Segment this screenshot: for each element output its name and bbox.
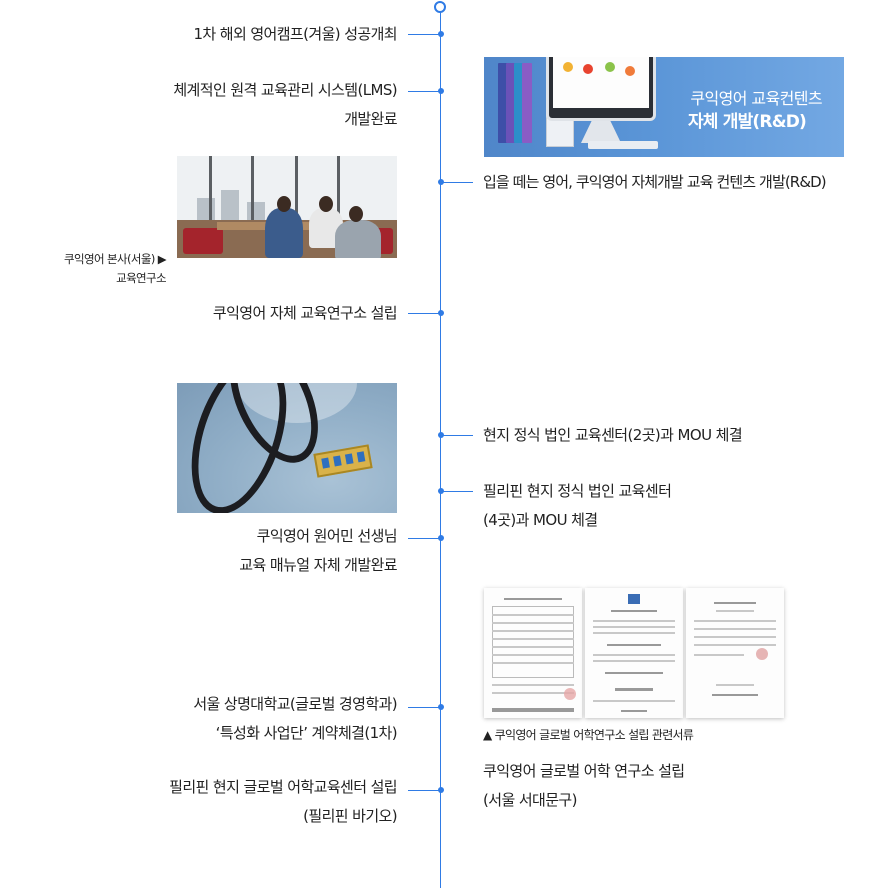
documents-caption: ▲ 쿠익영어 글로벌 어학연구소 설립 관련서류 bbox=[483, 728, 694, 742]
event-research-institute: 쿠익영어 자체 교육연구소 설립 bbox=[212, 299, 398, 328]
event-text: 체계적인 원격 교육관리 시스템(LMS) bbox=[173, 81, 397, 99]
event-text: 개발완료 bbox=[344, 110, 397, 128]
timeline-dot bbox=[438, 535, 444, 541]
event-text: 교육 매뉴얼 자체 개발완료 bbox=[239, 556, 397, 574]
monitor-illustration bbox=[546, 57, 656, 121]
event-english-camp: 1차 해외 영어캠프(겨울) 성공개최 bbox=[193, 20, 397, 49]
document-page bbox=[585, 588, 683, 718]
connector-line bbox=[441, 491, 473, 492]
timeline-dot bbox=[438, 787, 444, 793]
timeline-axis bbox=[440, 10, 441, 888]
event-text: ‘특성화 사업단’ 계약체결(1차) bbox=[215, 724, 398, 742]
connector-line bbox=[408, 313, 440, 314]
document-page bbox=[686, 588, 784, 718]
event-text: 필리핀 현지 정식 법인 교육센터 bbox=[483, 482, 672, 500]
connector-line bbox=[408, 34, 440, 35]
event-rnd-contents: 입을 떼는 영어, 쿠익영어 자체개발 교육 컨텐츠 개발(R&D) bbox=[483, 168, 827, 197]
connector-line bbox=[408, 790, 440, 791]
badge-pin bbox=[313, 444, 373, 478]
event-mou-4: 필리핀 현지 정식 법인 교육센터 (4곳)과 MOU 체결 bbox=[483, 477, 672, 535]
event-teacher-manual: 쿠익영어 원어민 선생님 교육 매뉴얼 자체 개발완료 bbox=[239, 522, 397, 580]
timeline-dot bbox=[438, 704, 444, 710]
event-lms: 체계적인 원격 교육관리 시스템(LMS) 개발완료 bbox=[173, 76, 397, 134]
event-philippines-center: 필리핀 현지 글로벌 어학교육센터 설립 (필리핀 바기오) bbox=[169, 773, 397, 831]
event-text: 1차 해외 영어캠프(겨울) 성공개최 bbox=[193, 25, 397, 43]
event-text: 서울 상명대학교(글로벌 경영학과) bbox=[193, 695, 397, 713]
office-photo-caption: 쿠익영어 본사(서울) ▶ 교육연구소 bbox=[64, 252, 167, 285]
event-text: 쿠익영어 자체 교육연구소 설립 bbox=[212, 304, 398, 322]
connector-line bbox=[441, 182, 473, 183]
books-illustration bbox=[498, 63, 546, 143]
connector-line bbox=[408, 707, 440, 708]
event-text: 입을 떼는 영어, 쿠익영어 자체개발 교육 컨텐츠 개발(R&D) bbox=[483, 173, 827, 191]
timeline-dot bbox=[438, 310, 444, 316]
event-mou-2: 현지 정식 법인 교육센터(2곳)과 MOU 체결 bbox=[483, 421, 743, 450]
event-text: 필리핀 현지 글로벌 어학교육센터 설립 bbox=[169, 778, 397, 796]
connector-line bbox=[408, 538, 440, 539]
establishment-documents bbox=[484, 588, 784, 718]
event-sangmyung: 서울 상명대학교(글로벌 경영학과) ‘특성화 사업단’ 계약체결(1차) bbox=[193, 690, 397, 748]
event-text: (4곳)과 MOU 체결 bbox=[483, 511, 598, 529]
event-text: 쿠익영어 글로벌 어학 연구소 설립 bbox=[483, 762, 685, 780]
event-text: (서울 서대문구) bbox=[483, 791, 577, 809]
event-text: 쿠익영어 원어민 선생님 bbox=[256, 527, 398, 545]
timeline-dot bbox=[438, 88, 444, 94]
event-text: (필리핀 바기오) bbox=[303, 807, 397, 825]
jacket-pin-photo bbox=[177, 383, 397, 513]
event-text: 현지 정식 법인 교육센터(2곳)과 MOU 체결 bbox=[483, 426, 743, 444]
timeline-dot bbox=[438, 31, 444, 37]
banner-title: 쿠익영어 교육컨텐츠 bbox=[690, 89, 822, 108]
connector-line bbox=[441, 435, 473, 436]
banner-subtitle: 자체 개발(R&D) bbox=[687, 112, 807, 132]
document-page bbox=[484, 588, 582, 718]
office-photo bbox=[177, 156, 397, 258]
keyboard-illustration bbox=[588, 141, 658, 149]
timeline-start-marker bbox=[434, 1, 446, 13]
connector-line bbox=[408, 91, 440, 92]
lms-banner-image: 쿠익영어 교육컨텐츠 자체 개발(R&D) bbox=[484, 57, 844, 157]
event-global-lab: 쿠익영어 글로벌 어학 연구소 설립 (서울 서대문구) bbox=[483, 757, 685, 815]
